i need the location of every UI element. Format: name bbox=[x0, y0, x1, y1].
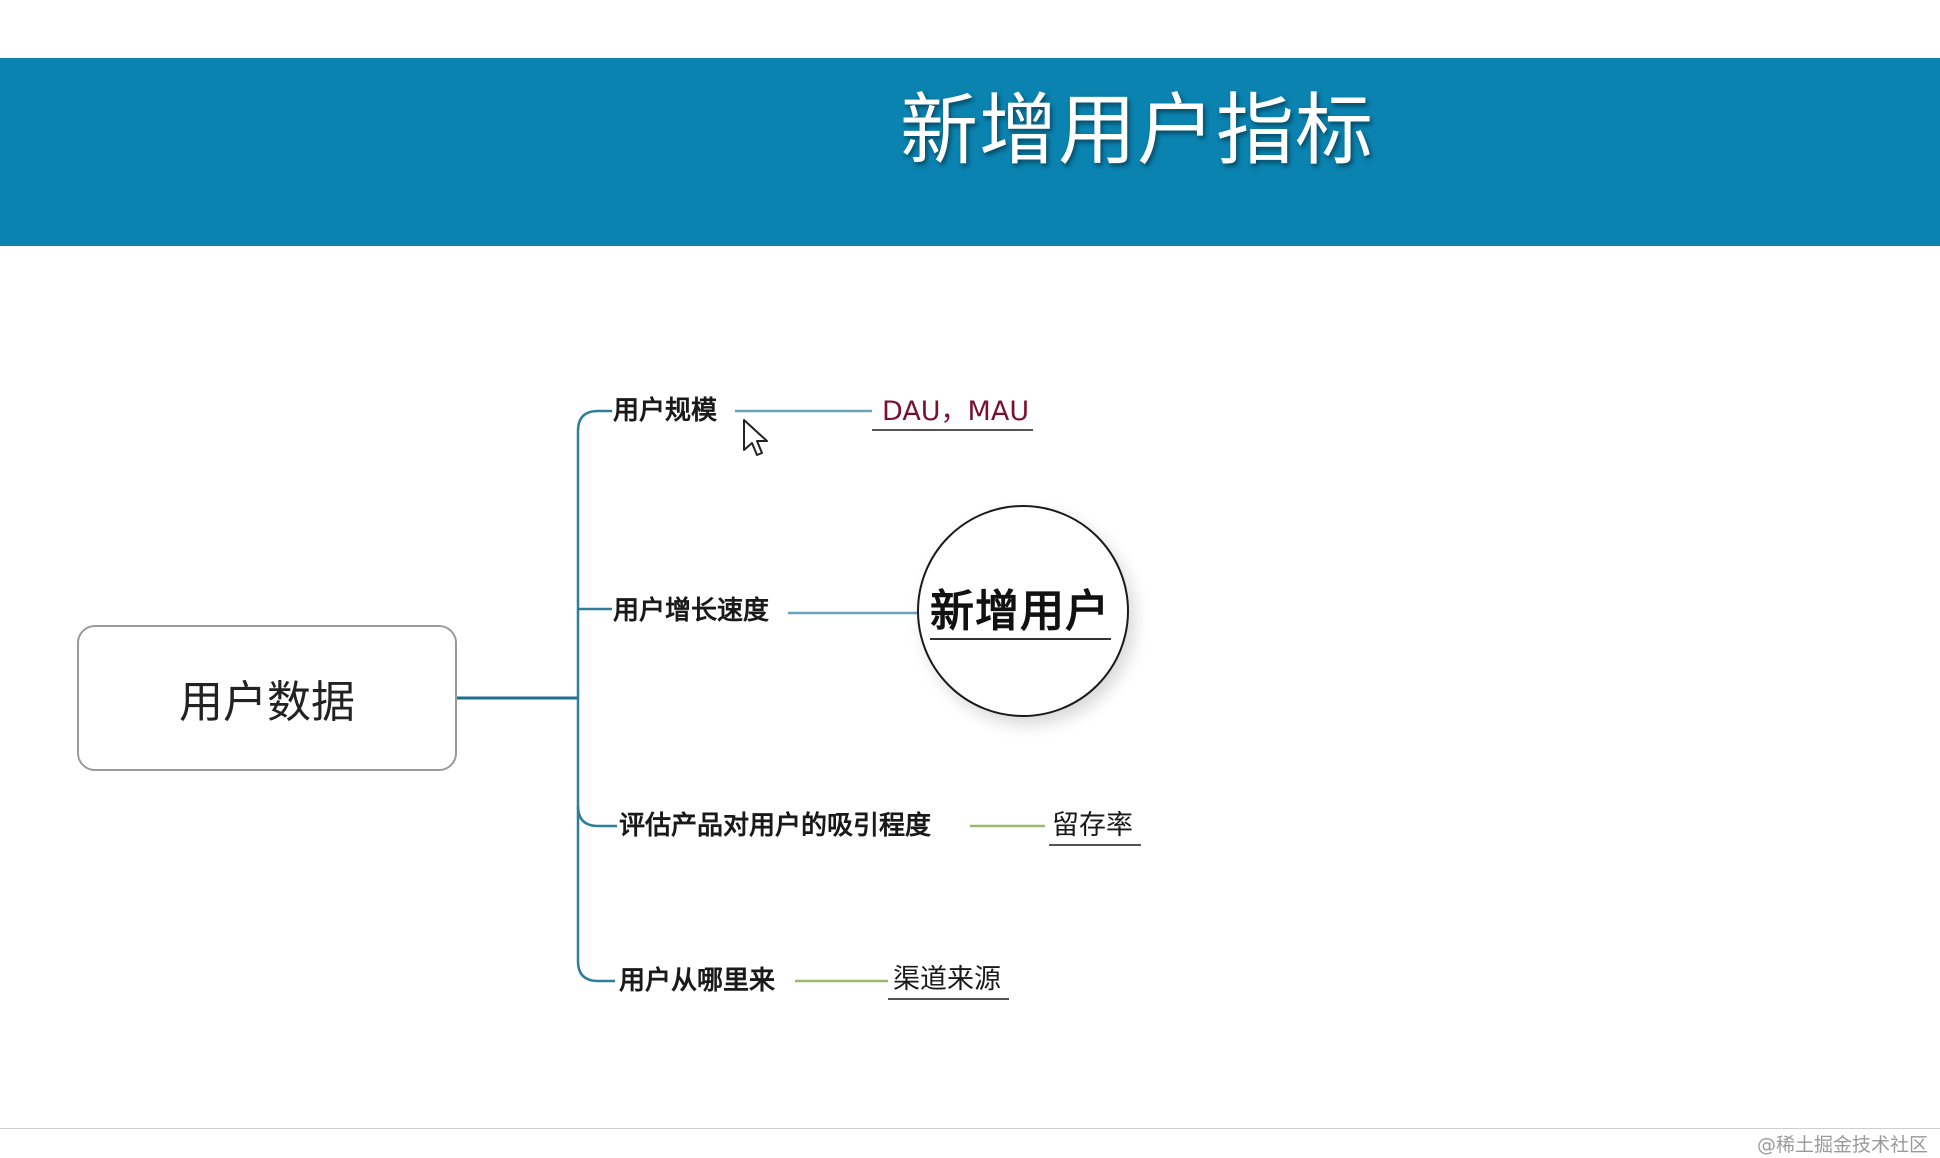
connector-trunk bbox=[576, 409, 599, 983]
watermark: @稀土掘金技术社区 bbox=[1756, 1134, 1928, 1156]
leaf-label-retention: 留存率 bbox=[1052, 810, 1133, 841]
slide-title: 新增用户指标 bbox=[900, 86, 1375, 176]
footer-divider bbox=[0, 1128, 1940, 1129]
highlight-circle bbox=[917, 505, 1129, 717]
mouse-cursor-icon bbox=[743, 419, 768, 456]
mindmap-root-node: 用户数据 bbox=[77, 625, 457, 771]
branch-label-growth-speed: 用户增长速度 bbox=[613, 596, 770, 626]
branch-label-attraction: 评估产品对用户的吸引程度 bbox=[619, 811, 932, 841]
leaf-label-dau-mau: DAU，MAU bbox=[882, 396, 1030, 427]
branch-label-source: 用户从哪里来 bbox=[619, 966, 776, 996]
title-banner bbox=[0, 58, 1940, 246]
leaf-label-new-users: 新增用户 bbox=[930, 586, 1110, 637]
root-label: 用户数据 bbox=[179, 677, 355, 728]
connector-branch-3 bbox=[576, 805, 617, 828]
leaf-label-channel-source: 渠道来源 bbox=[893, 964, 1001, 995]
branch-label-user-scale: 用户规模 bbox=[613, 396, 718, 426]
